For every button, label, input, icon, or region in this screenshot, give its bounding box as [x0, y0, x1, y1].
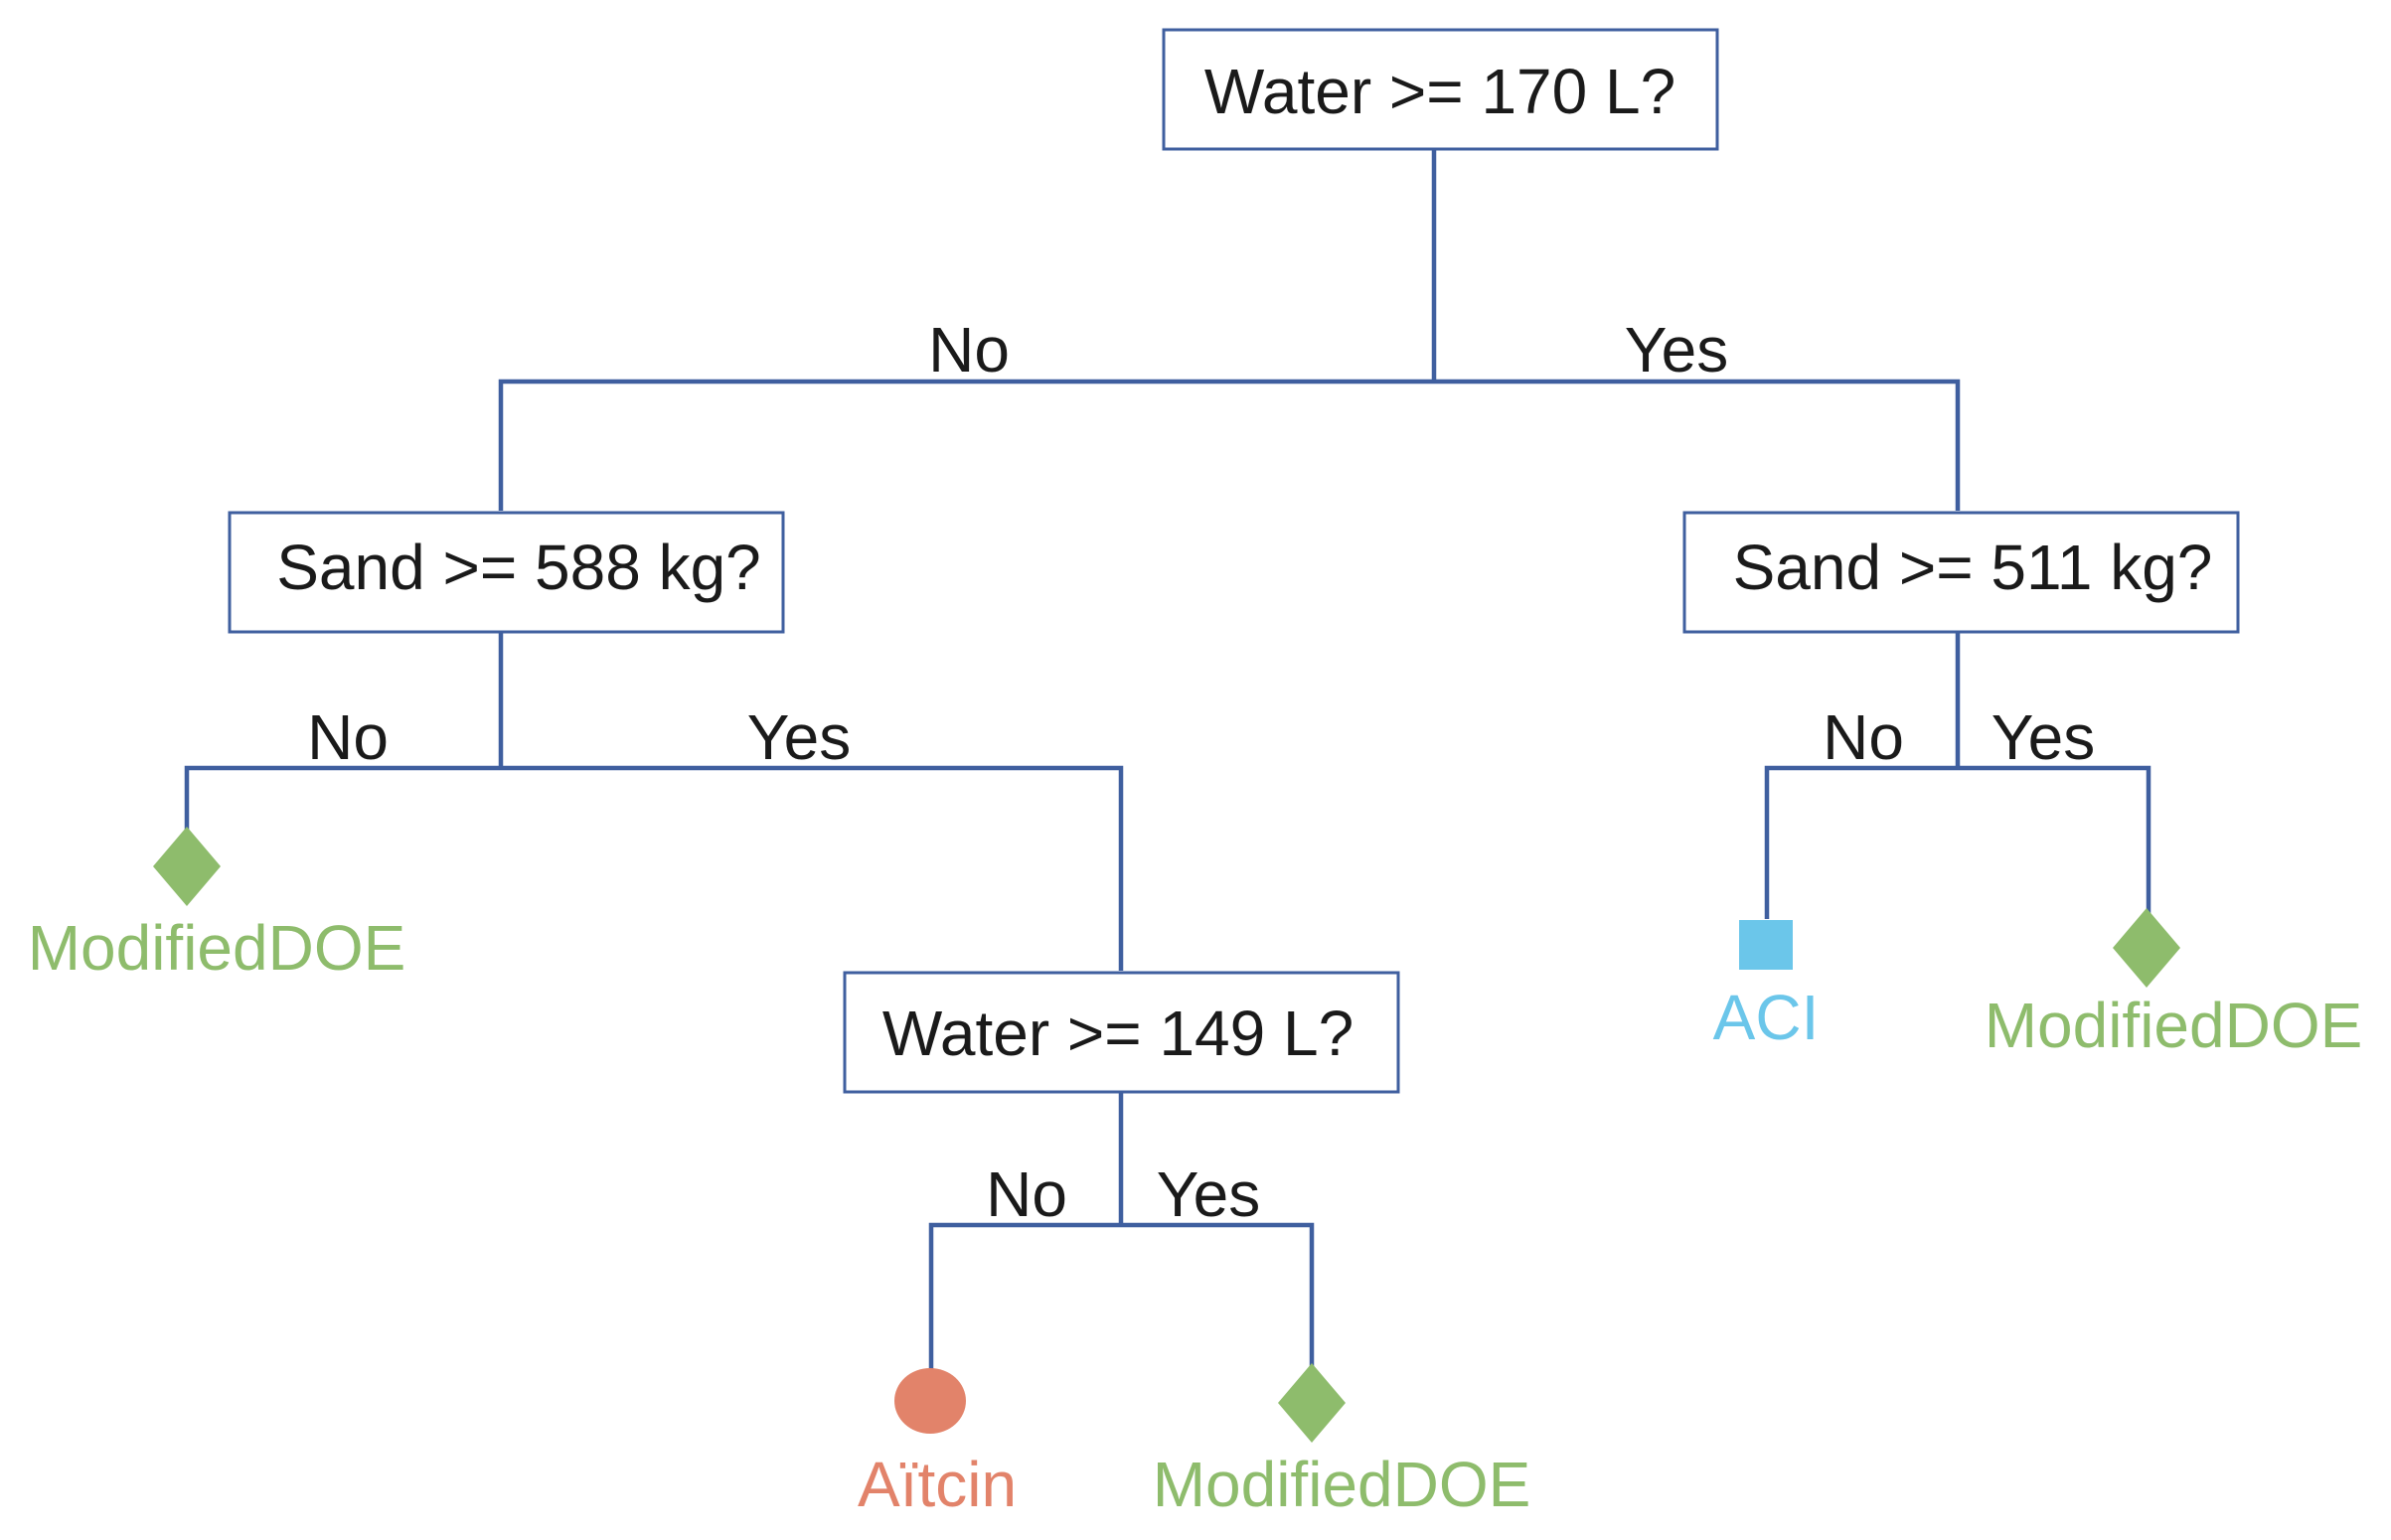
- edge-label-root-yes: Yes: [1625, 314, 1728, 385]
- edge-left-branch: [184, 765, 1124, 971]
- edge-root-branch: [498, 379, 1961, 511]
- edge-label-right-yes: Yes: [1992, 701, 2095, 773]
- leaf-right-yes: ModifiedDOE: [1985, 908, 2363, 1061]
- decision-node-right-box: [1682, 511, 2240, 634]
- leaf-left-yes-yes-label: ModifiedDOE: [1153, 1449, 1531, 1520]
- decision-node-left-box: [228, 511, 785, 634]
- decision-node-left-yes: Water >= 149 L?: [843, 971, 1400, 1094]
- edge-left-yes-branch: [928, 1222, 1315, 1391]
- decision-node-left-yes-label: Water >= 149 L?: [882, 998, 1354, 1069]
- decision-node-root-label: Water >= 170 L?: [1204, 56, 1675, 127]
- tree-edges: [184, 149, 2152, 1391]
- decision-node-root: Water >= 170 L?: [1162, 28, 1719, 151]
- square-icon: [1739, 920, 1793, 970]
- edge-label-left-yes-no: No: [986, 1158, 1067, 1230]
- leaf-left-yes-no: Aïtcin: [858, 1368, 1017, 1520]
- leaf-right-no: ACI: [1713, 920, 1820, 1053]
- edge-label-right-no: No: [1823, 701, 1904, 773]
- edge-label-left-yes: Yes: [747, 701, 851, 773]
- edge-label-left-no: No: [307, 701, 389, 773]
- leaf-left-no-label: ModifiedDOE: [28, 912, 406, 984]
- leaf-left-yes-yes: ModifiedDOE: [1153, 1363, 1531, 1520]
- diamond-icon: [153, 827, 221, 906]
- decision-node-right: Sand >= 511 kg?: [1682, 511, 2240, 634]
- diamond-icon: [2113, 908, 2180, 988]
- edge-label-left-yes-yes: Yes: [1157, 1158, 1260, 1230]
- leaf-left-yes-no-label: Aïtcin: [858, 1449, 1017, 1520]
- decision-node-left-label: Sand >= 588 kg?: [276, 532, 761, 603]
- leaf-right-no-label: ACI: [1713, 982, 1820, 1053]
- decision-node-right-label: Sand >= 511 kg?: [1733, 532, 2213, 603]
- diamond-icon: [1278, 1363, 1346, 1443]
- decision-node-left: Sand >= 588 kg?: [228, 511, 785, 634]
- edge-labels: No Yes No Yes No Yes No Yes: [307, 314, 2095, 1230]
- leaf-right-yes-label: ModifiedDOE: [1985, 990, 2363, 1061]
- decision-node-left-yes-box: [843, 971, 1400, 1094]
- decision-node-root-box: [1162, 28, 1719, 151]
- circle-icon: [894, 1368, 966, 1434]
- edge-label-root-no: No: [928, 314, 1010, 385]
- edge-right-branch: [1764, 765, 2152, 939]
- leaf-left-no: ModifiedDOE: [28, 827, 406, 984]
